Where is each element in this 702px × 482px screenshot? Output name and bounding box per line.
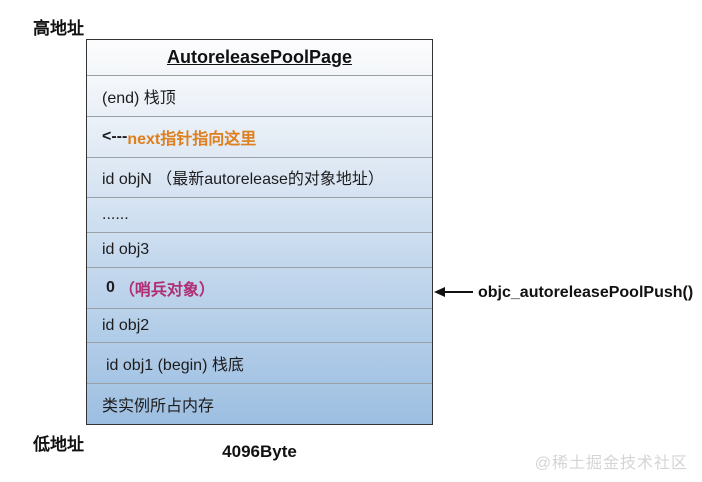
table-title: AutoreleasePoolPage <box>166 47 353 67</box>
table-row-obj3: id obj3 <box>87 232 432 267</box>
arrow-line <box>445 291 473 293</box>
row-label: id obj2 <box>102 316 150 334</box>
row-next-pointer-label: next指针指向这里 <box>127 130 257 148</box>
row-label: 类实例所占内存 <box>102 398 215 416</box>
low-address-label: 低地址 <box>33 435 84 454</box>
table-row-instance-memory: 类实例所占内存 <box>87 383 432 425</box>
table-title-row: AutoreleasePoolPage <box>87 40 432 75</box>
row-label: id obj3 <box>102 241 150 259</box>
table-row-sentinel: 0（哨兵对象） <box>87 266 432 308</box>
table-row-ellipsis: ...... <box>87 197 432 233</box>
table-row-next-pointer: <---next指针指向这里 <box>87 115 432 157</box>
arrow-left-icon <box>434 287 445 297</box>
table-row-obj1-stack-bottom: id obj1 (begin) 栈底 <box>87 342 432 384</box>
page-size-label: 4096Byte <box>222 442 297 461</box>
row-label: id objN （最新autorelease的对象地址） <box>102 171 384 189</box>
high-address-label: 高地址 <box>33 19 84 38</box>
table-row-objN: id objN （最新autorelease的对象地址） <box>87 156 432 198</box>
table-row-obj2: id obj2 <box>87 307 432 343</box>
row-label: id obj1 (begin) 栈底 <box>106 357 244 375</box>
row-label: (end) 栈顶 <box>102 89 176 107</box>
watermark: @稀土掘金技术社区 <box>534 455 688 472</box>
row-sentinel-zero: 0 <box>106 278 115 296</box>
pool-push-annotation: objc_autoreleasePoolPush() <box>478 284 694 301</box>
table-row-stack-top: (end) 栈顶 <box>87 75 432 116</box>
push-arrow <box>434 287 473 297</box>
autorelease-pool-page-table: AutoreleasePoolPage (end) 栈顶 <---next指针指… <box>86 39 433 425</box>
row-sentinel-label: （哨兵对象） <box>118 281 215 299</box>
row-label: ...... <box>102 206 129 224</box>
row-arrow-prefix: <--- <box>102 127 128 145</box>
